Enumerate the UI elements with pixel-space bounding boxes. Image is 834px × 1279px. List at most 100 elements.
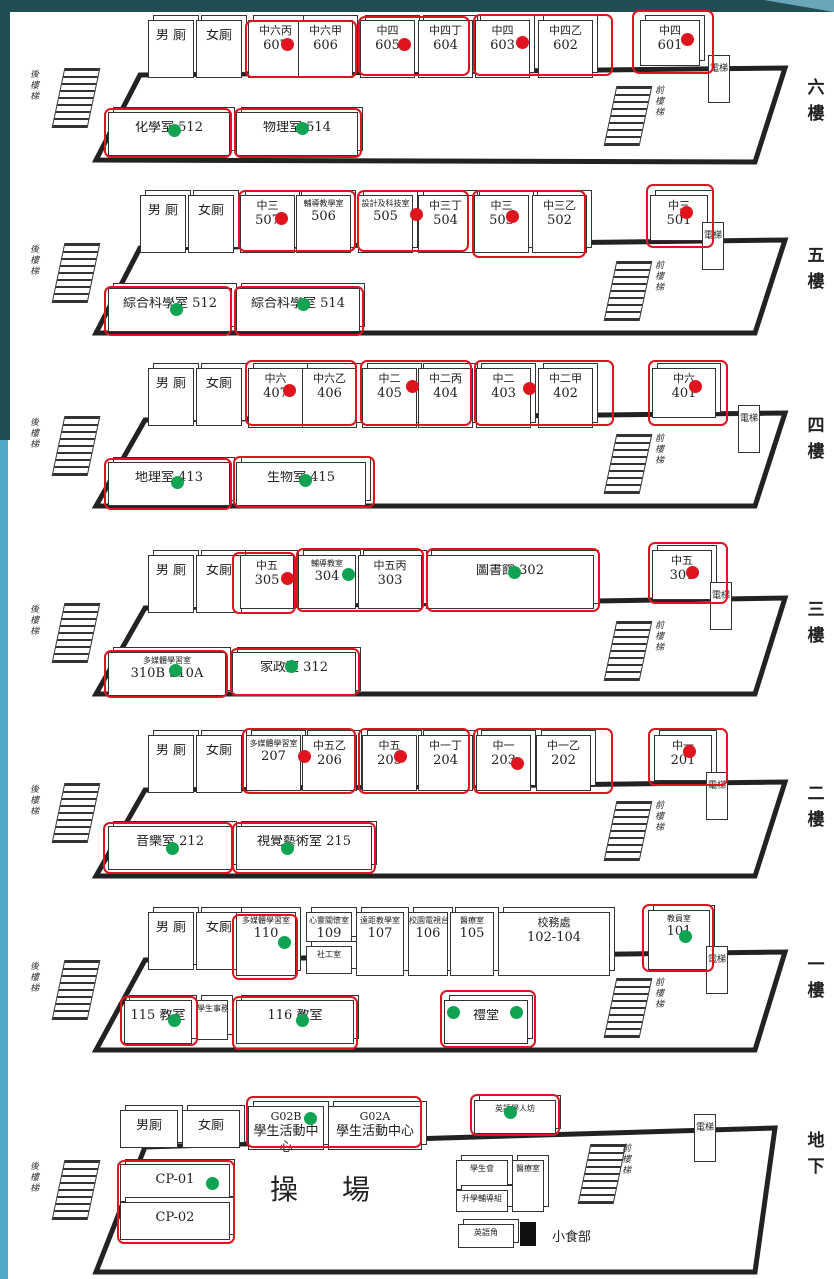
f2-music-room-text-0: 音樂室 212	[136, 835, 204, 849]
f5-female-toilet[interactable]: 女廁	[188, 195, 234, 253]
b1-medical-room-text-0: 醫療室	[516, 1164, 540, 1173]
f4-male-toilet[interactable]: 男 廁	[148, 368, 194, 426]
f1-general-office-text-1: 102-104	[526, 930, 582, 945]
f1-hl-c	[120, 996, 198, 1046]
f2-hl-b	[358, 728, 470, 794]
b1-elevator[interactable]: 電梯	[694, 1114, 716, 1162]
f4-geography-room[interactable]: 地理室 413	[108, 462, 230, 506]
basement-slab	[92, 1125, 778, 1275]
f3-female-toilet-text-0: 女廁	[205, 564, 232, 578]
f4-dot-3	[523, 382, 536, 395]
f6-male-toilet[interactable]: 男 廁	[148, 20, 194, 78]
f3-male-toilet[interactable]: 男 廁	[148, 555, 194, 613]
f6-hl-a	[245, 20, 357, 78]
f3-hl-c	[426, 548, 600, 612]
b1-female-toilet[interactable]: 女廁	[182, 1110, 240, 1148]
b1-cp02[interactable]: CP-02	[120, 1202, 230, 1240]
f1-student-affairs[interactable]: 學生事務室	[196, 1000, 228, 1040]
f6-room-606-text-0: 中六甲	[309, 24, 342, 37]
b1-male-toilet[interactable]: 男廁	[120, 1110, 178, 1148]
f2-visual-arts-room[interactable]: 視覺藝術室 215	[236, 826, 372, 870]
floor-label-2: 二樓	[807, 784, 825, 830]
b1-english-corner[interactable]: 英語角	[458, 1224, 514, 1248]
f3-home-economics[interactable]: 家政室 312	[232, 652, 356, 696]
left-bar-lower	[0, 440, 8, 1279]
f4-male-toilet-text-0: 男 廁	[155, 377, 187, 391]
f1-dot-2	[679, 930, 692, 943]
f6-hl-f	[234, 108, 362, 158]
b1-careers-office[interactable]: 升學輔導組	[456, 1190, 508, 1212]
f2-room-202-text-1: 202	[551, 753, 576, 768]
f3-female-toilet[interactable]: 女廁	[196, 555, 242, 613]
f3-hl-e	[104, 650, 228, 698]
f3-library[interactable]: 圖書館 302	[426, 555, 594, 609]
f2-room-204-text-1: 204	[433, 753, 458, 768]
f1-room-106-text-0: 校園電視台	[409, 916, 447, 925]
f6-dot-3	[516, 36, 529, 49]
f2-female-toilet[interactable]: 女廁	[196, 735, 242, 793]
f4-elevator[interactable]: 電梯	[738, 405, 760, 453]
b1-dot-1	[304, 1112, 317, 1125]
f5-male-toilet[interactable]: 男 廁	[140, 195, 186, 253]
f4-female-toilet[interactable]: 女廁	[196, 368, 242, 426]
f6-male-toilet-text-0: 男 廁	[155, 29, 187, 43]
b1-student-union[interactable]: 學生會	[456, 1160, 508, 1190]
f4-room-406-text-0: 中六乙	[313, 372, 346, 385]
f5-room-507-text-0: 中三	[256, 199, 279, 212]
b1-medical-room[interactable]: 醫療室	[512, 1160, 544, 1212]
f1-male-toilet[interactable]: 男 廁	[148, 912, 194, 970]
f6-dot-2	[398, 38, 411, 51]
f1-social-worker-room[interactable]: 社工室	[306, 946, 352, 974]
f1-female-toilet[interactable]: 女廁	[196, 912, 242, 970]
f1-classroom-115[interactable]: 115 教室	[124, 1000, 192, 1044]
f5-dot-6	[297, 298, 310, 311]
f2-male-toilet-text-0: 男 廁	[155, 744, 187, 758]
f2-male-toilet[interactable]: 男 廁	[148, 735, 194, 793]
f6-physics-lab[interactable]: 物理室 514	[236, 112, 358, 156]
f1-classroom-116[interactable]: 116 教室	[236, 1000, 354, 1044]
f6-female-toilet[interactable]: 女廁	[196, 20, 242, 78]
f1-room-110-text-1: 110	[253, 926, 279, 941]
f5-dot-1	[275, 212, 288, 225]
f2-room-205-text-0: 中五	[378, 739, 401, 752]
f4-room-405-text-1: 405	[377, 386, 402, 401]
f5-room-505-text-1: 505	[373, 209, 398, 224]
b1-dot-3	[206, 1177, 219, 1190]
f6-dot-4	[681, 33, 694, 46]
b1-hl-a	[246, 1096, 422, 1148]
b1-careers-office-text-0: 升學輔導組	[462, 1194, 502, 1203]
